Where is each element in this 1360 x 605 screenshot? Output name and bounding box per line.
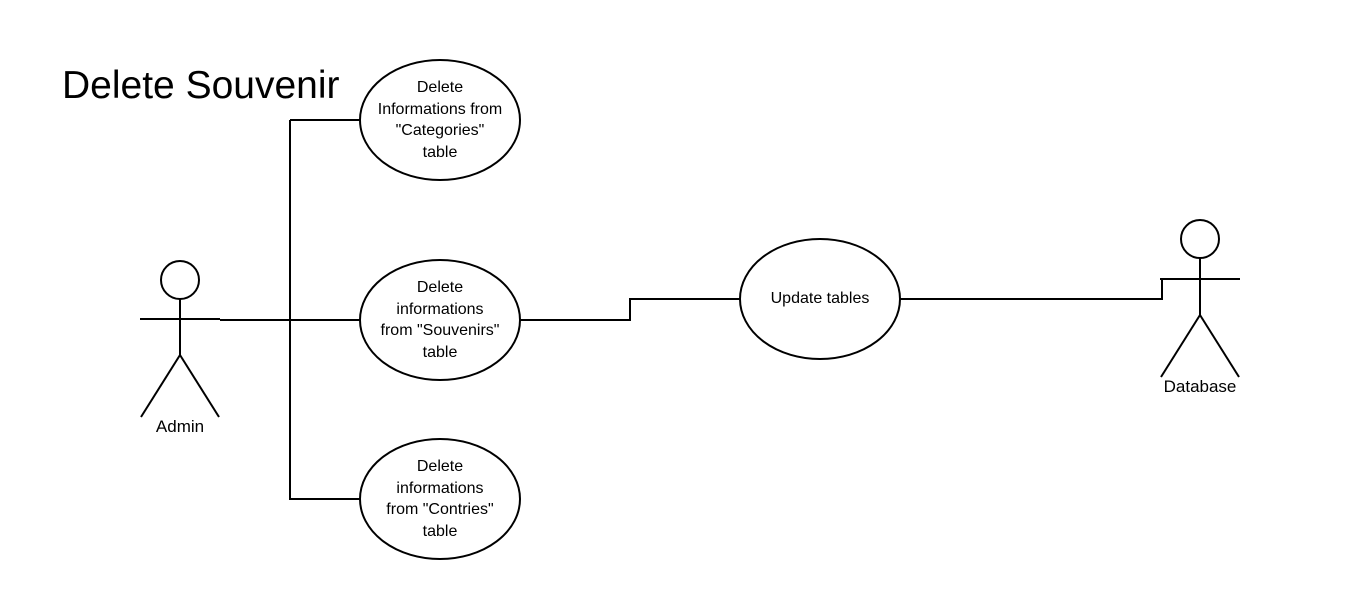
use-case-line: from "Contries"	[386, 501, 494, 518]
use-case-line: Update tables	[770, 290, 870, 308]
use-case-delete-categories-text: Delete Informations from "Categories" ta…	[378, 77, 502, 163]
use-case-line: "Categories"	[395, 122, 485, 139]
update-to-database-connector	[900, 279, 1163, 300]
use-case-delete-souvenirs-ellipse	[359, 259, 521, 381]
use-case-line: table	[422, 343, 458, 361]
use-case-delete-countries: Delete informations from "Contries" tabl…	[360, 439, 520, 559]
use-case-delete-categories-ellipse	[359, 59, 521, 181]
use-case-update-tables-text: Update tables	[771, 288, 870, 310]
admin-left-leg	[140, 354, 181, 418]
use-case-line: informations	[396, 300, 484, 318]
use-case-delete-countries-text: Delete informations from "Contries" tabl…	[386, 456, 493, 542]
database-actor-figure	[1160, 219, 1240, 378]
use-case-delete-countries-ellipse	[359, 438, 521, 560]
database-label: Database	[1163, 377, 1237, 396]
use-case-line: from "Souvenirs"	[380, 322, 500, 339]
use-case-line: table	[422, 522, 458, 540]
database-left-leg	[1160, 314, 1201, 378]
admin-label: Admin	[155, 417, 205, 436]
souvenirs-to-update-connector	[520, 298, 740, 321]
use-case-delete-categories: Delete Informations from "Categories" ta…	[360, 60, 520, 180]
admin-head	[160, 260, 200, 300]
database-head	[1180, 219, 1220, 259]
admin-right-leg	[179, 354, 220, 418]
use-case-line: informations	[396, 479, 484, 497]
use-case-update-tables-ellipse	[739, 238, 901, 360]
use-case-delete-souvenirs: Delete informations from "Souvenirs" tab…	[360, 260, 520, 380]
use-case-line: Delete	[416, 458, 464, 475]
database-right-leg	[1199, 314, 1240, 378]
use-case-line: table	[422, 143, 458, 161]
use-case-update-tables: Update tables	[740, 239, 900, 359]
use-case-delete-souvenirs-text: Delete informations from "Souvenirs" tab…	[381, 277, 500, 363]
use-case-line: Delete	[416, 79, 464, 96]
use-case-line: Delete	[416, 279, 464, 296]
admin-actor-figure	[140, 260, 220, 418]
use-case-line: Informations from	[377, 100, 503, 118]
diagram-title: Delete Souvenir	[62, 64, 340, 107]
